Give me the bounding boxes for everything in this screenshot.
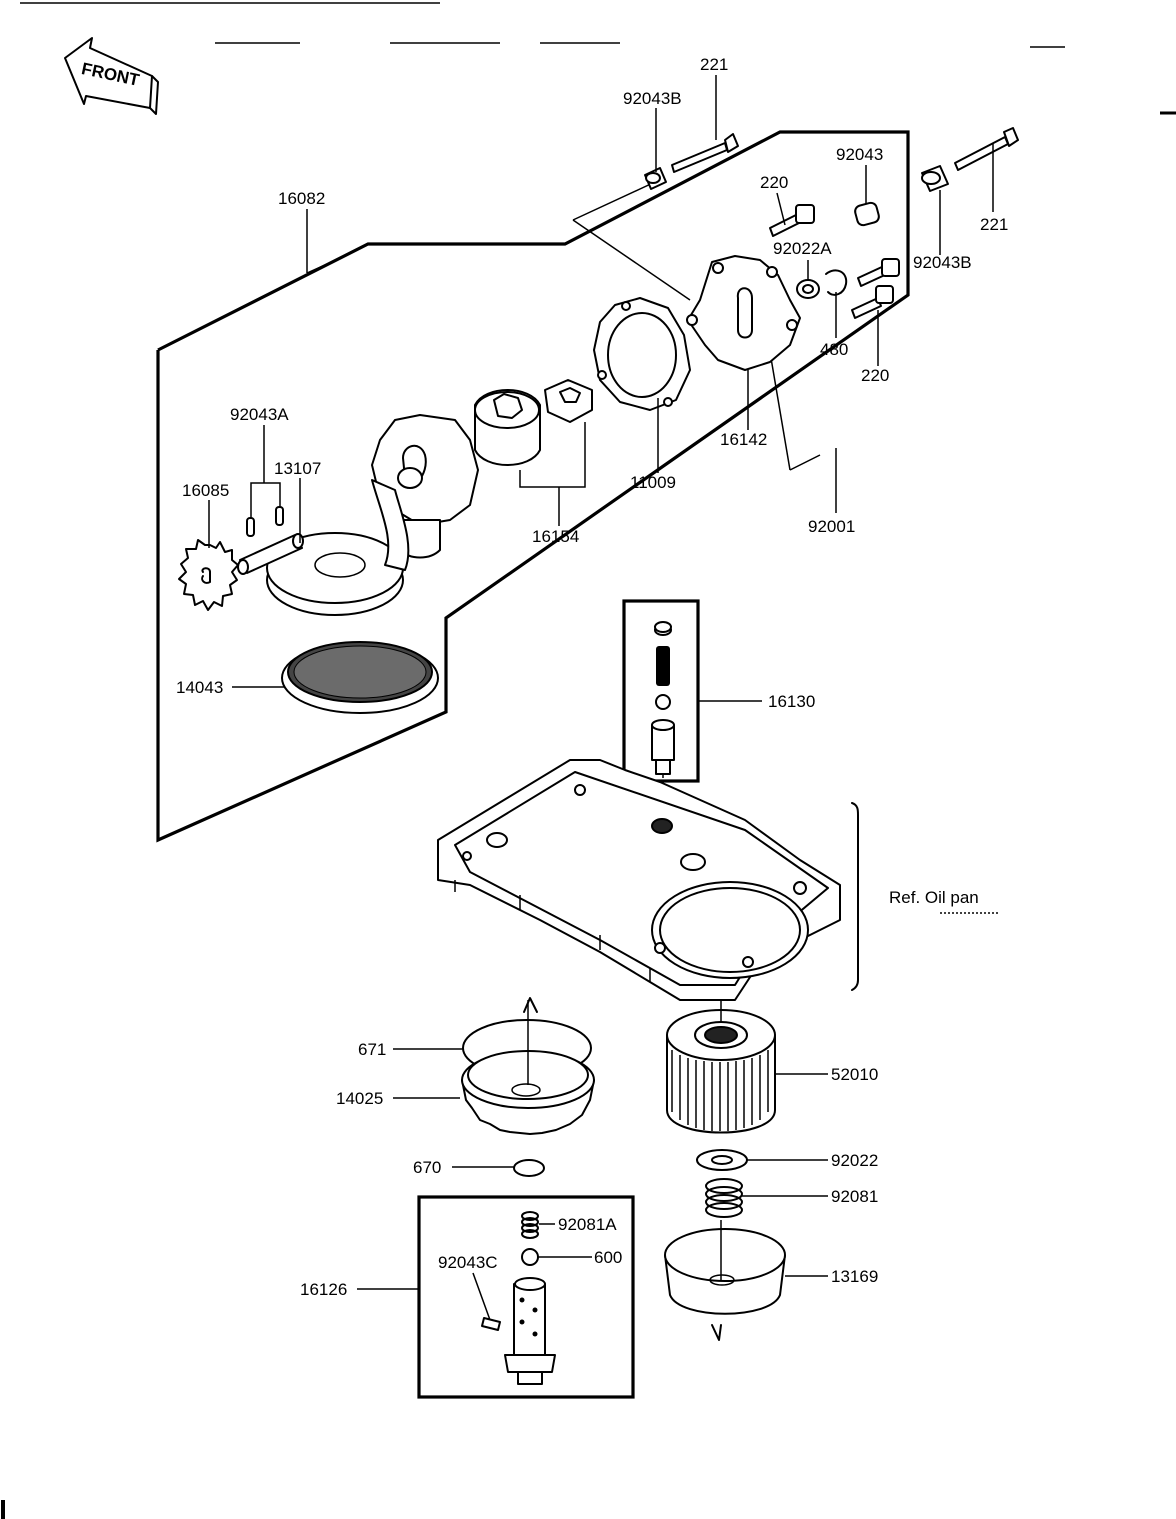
label-16126: 16126	[300, 1280, 347, 1299]
label-92043: 92043	[836, 145, 883, 164]
bypass-valve-16126	[481, 1211, 556, 1385]
bolt-220-lower-right	[851, 285, 894, 319]
bolt-221-right	[954, 127, 1019, 171]
part-labels: 221 92043B 16082 220 92043 221 92043B 92…	[176, 55, 1008, 1299]
label-220-bottom: 220	[861, 366, 889, 385]
oil-strainer-14043	[281, 641, 439, 714]
rotor-set-16154	[474, 379, 593, 488]
label-92043B-right: 92043B	[913, 253, 972, 272]
collar-92043	[854, 201, 880, 227]
leader-lines	[208, 75, 1000, 1321]
label-670: 670	[413, 1158, 441, 1177]
front-arrow-icon: FRONT	[64, 37, 159, 115]
sprocket-16085	[178, 539, 239, 611]
pump-body	[266, 414, 479, 616]
oil-pan	[437, 759, 841, 1001]
label-92022A: 92022A	[773, 239, 832, 258]
label-16085: 16085	[182, 481, 229, 500]
pins-92043A	[246, 482, 284, 537]
label-16154: 16154	[532, 527, 579, 546]
label-92043B-left: 92043B	[623, 89, 682, 108]
label-13107: 13107	[274, 459, 321, 478]
label-14043: 14043	[176, 678, 223, 697]
pipe-14025	[461, 997, 595, 1135]
label-16082: 16082	[278, 189, 325, 208]
label-92043A: 92043A	[230, 405, 289, 424]
label-92022: 92022	[831, 1151, 878, 1170]
oil-filter-52010	[666, 1000, 776, 1134]
label-221-right: 221	[980, 215, 1008, 234]
washer-92022A	[796, 279, 820, 299]
spring-92081	[705, 1178, 743, 1218]
label-92001: 92001	[808, 517, 855, 536]
label-92081A: 92081A	[558, 1215, 617, 1234]
label-52010: 52010	[831, 1065, 878, 1084]
pump-shaft-13107	[237, 533, 304, 575]
oil-pan-bracket	[851, 802, 859, 991]
washer-92022-hole	[711, 1155, 733, 1165]
bypass-valve-box-16126	[417, 1195, 635, 1399]
label-221-left: 221	[700, 55, 728, 74]
collar-92043B-right	[921, 165, 949, 192]
circlip-480	[825, 269, 848, 296]
bolt-221-left	[671, 133, 739, 173]
label-16130: 16130	[768, 692, 815, 711]
gasket-11009	[593, 297, 691, 411]
oil-pump-assembly-boundary	[156, 130, 910, 843]
label-11009: 11009	[630, 473, 676, 492]
label-14025: 14025	[336, 1089, 383, 1108]
collar-92043B-left	[644, 167, 667, 190]
label-600: 600	[594, 1248, 622, 1267]
label-92043C: 92043C	[438, 1253, 498, 1272]
bolt-220-upper-right	[857, 258, 900, 287]
bolt-220-top	[769, 204, 815, 237]
label-16142: 16142	[720, 430, 767, 449]
label-671: 671	[358, 1040, 386, 1059]
filter-cover-13169	[664, 1220, 786, 1341]
relief-valve-box-16130	[622, 599, 700, 783]
o-ring-670	[513, 1159, 545, 1177]
label-13169: 13169	[831, 1267, 878, 1286]
label-480: 480	[820, 340, 848, 359]
label-92081: 92081	[831, 1187, 878, 1206]
label-220-top: 220	[760, 173, 788, 192]
label-ref-oil-pan: Ref. Oil pan	[889, 888, 979, 907]
pump-cover-16142	[686, 255, 801, 371]
